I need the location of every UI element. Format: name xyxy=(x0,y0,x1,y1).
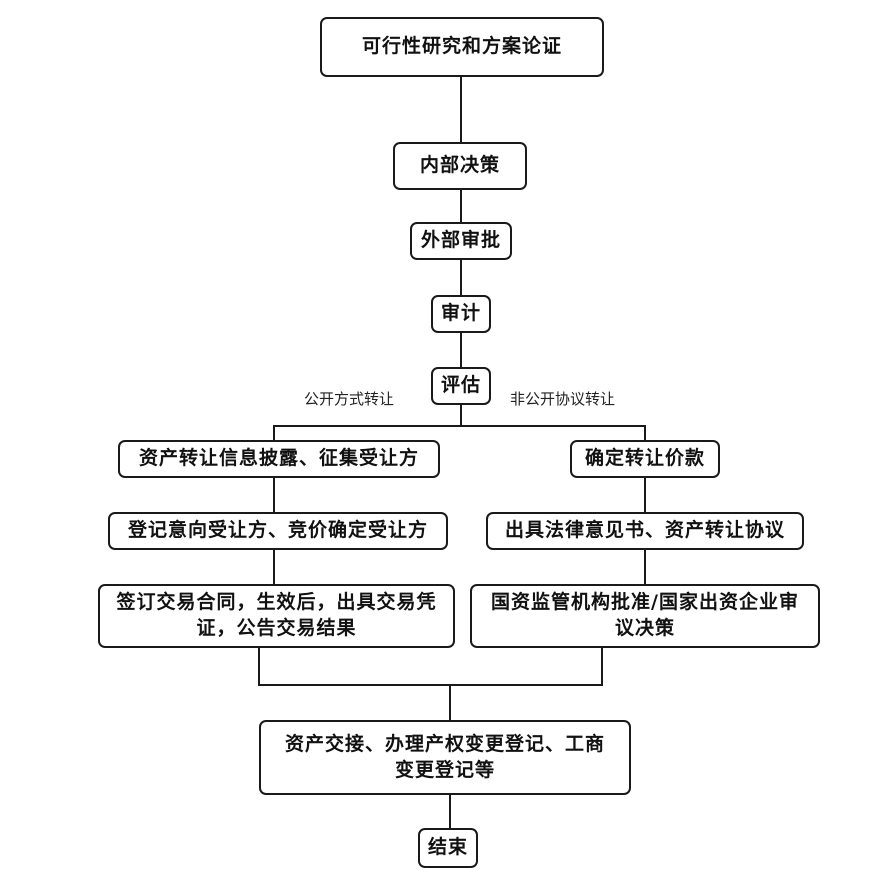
connector-register-to-sign xyxy=(273,550,275,584)
node-evaluation: 评估 xyxy=(431,367,491,405)
connector-price-to-legal xyxy=(644,478,646,512)
connector-sasac-down xyxy=(601,648,603,686)
connector-disclosure-to-register xyxy=(273,478,275,512)
label-public-transfer: 公开方式转让 xyxy=(304,390,395,408)
connector-audit-to-evaluation xyxy=(460,333,462,367)
node-external-approval: 外部审批 xyxy=(410,222,512,260)
connector-evaluation-down xyxy=(460,405,462,426)
node-determine-price: 确定转让价款 xyxy=(570,440,720,478)
connector-external-to-audit xyxy=(460,260,462,295)
connector-legal-to-sasac xyxy=(644,550,646,584)
connector-sign-down xyxy=(258,648,260,686)
connector-merge-horizontal xyxy=(258,684,603,686)
connector-branch-left-down xyxy=(273,425,275,440)
node-disclosure: 资产转让信息披露、征集受让方 xyxy=(118,440,440,478)
connector-feasibility-to-internal xyxy=(460,77,462,142)
connector-internal-to-external xyxy=(460,190,462,222)
node-handover: 资产交接、办理产权变更登记、工商变更登记等 xyxy=(259,720,631,795)
node-legal-opinion: 出具法律意见书、资产转让协议 xyxy=(486,512,804,550)
node-register-bidding: 登记意向受让方、竞价确定受让方 xyxy=(108,512,448,550)
node-end: 结束 xyxy=(418,828,478,868)
connector-handover-to-end xyxy=(449,795,451,828)
node-sasac-approval: 国资监管机构批准/国家出资企业审议决策 xyxy=(470,584,820,648)
node-feasibility: 可行性研究和方案论证 xyxy=(320,17,604,77)
label-non-public-transfer: 非公开协议转让 xyxy=(510,390,616,408)
connector-branch-right-down xyxy=(644,425,646,440)
connector-merge-to-handover xyxy=(449,684,451,720)
node-audit: 审计 xyxy=(431,295,491,333)
node-internal-decision: 内部决策 xyxy=(393,142,527,190)
connector-branch-horizontal xyxy=(273,425,646,427)
node-sign-contract: 签订交易合同，生效后，出具交易凭证，公告交易结果 xyxy=(98,584,455,648)
